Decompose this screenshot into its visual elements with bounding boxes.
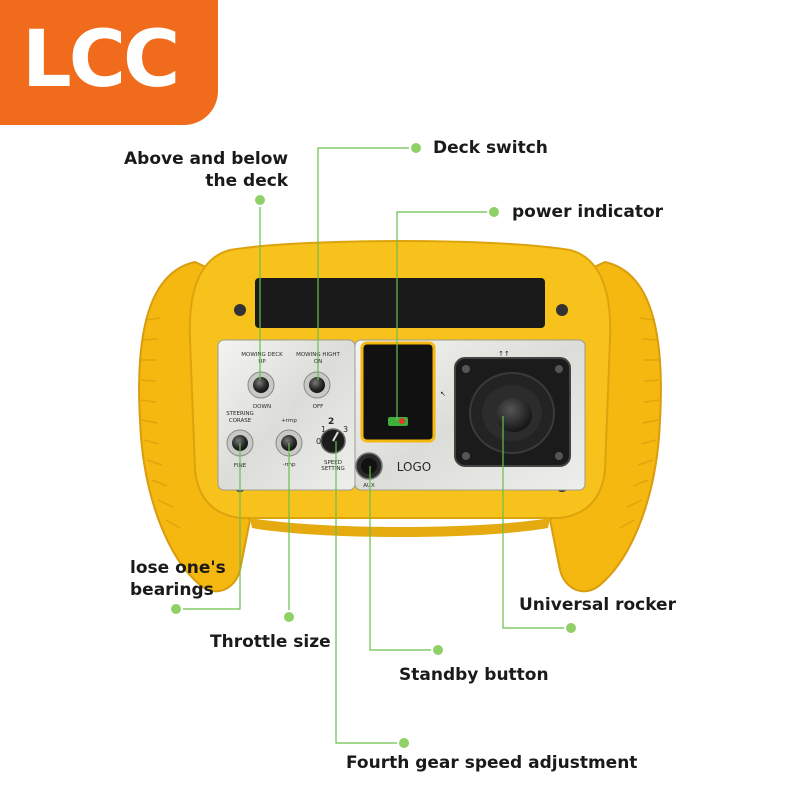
svg-text:↑↑: ↑↑ [498, 350, 510, 358]
speed-rotary-knob[interactable] [320, 428, 346, 454]
callout-power-indicator: power indicator [512, 202, 664, 222]
callout-lose-bearings: lose one's bearings [130, 557, 226, 601]
label-setting: SETTING [321, 466, 345, 472]
callout-above-below-deck-line1: Above and below [124, 149, 289, 169]
label-gear-3: 3 [343, 425, 348, 434]
label-speed: SPEED [324, 460, 342, 466]
label-mowing-deck: MOWING DECK [241, 352, 283, 358]
callout-standby-button: Standby button [399, 665, 549, 685]
power-indicator-window [360, 341, 436, 443]
callout-above-below-deck: Above and below the deck [124, 148, 288, 192]
toggle-deck-up-down[interactable] [247, 371, 275, 399]
label-corase: CORASE [229, 418, 252, 424]
power-indicator-led [388, 417, 408, 426]
toggle-deck-switch[interactable] [303, 371, 331, 399]
label-steering: STEERING [226, 411, 254, 417]
label-aux: AUX [363, 483, 375, 489]
callout-lose-bearings-line2: bearings [130, 580, 214, 600]
brand-logo-text: LCC [22, 15, 180, 105]
svg-text:↗: ↗ [565, 390, 571, 398]
leader-dots [169, 141, 578, 750]
callout-deck-switch: Deck switch [433, 138, 548, 158]
brand-logo-badge: LCC [0, 0, 218, 125]
callout-universal-rocker: Universal rocker [519, 595, 676, 615]
label-logo: LOGO [397, 460, 431, 474]
standby-aux-button[interactable] [355, 452, 383, 480]
label-up: UP [258, 359, 266, 365]
callout-throttle-size: Throttle size [210, 632, 331, 652]
label-gear-2: 2 [328, 417, 334, 427]
label-off: OFF [313, 404, 324, 410]
universal-rocker-joystick[interactable] [454, 357, 571, 467]
callout-fourth-gear: Fourth gear speed adjustment [346, 753, 638, 773]
callout-above-below-deck-line2: the deck [205, 171, 289, 191]
label-down: DOWN [253, 404, 271, 410]
svg-text:↖: ↖ [440, 390, 446, 398]
leader-lines [176, 147, 571, 744]
display-strip [255, 278, 545, 328]
label-gear-1: 1 [321, 425, 326, 434]
label-plus-rmp: +rmp [281, 418, 297, 424]
label-gear-0: 0 [316, 437, 321, 446]
callout-lose-bearings-line1: lose one's [130, 558, 226, 578]
